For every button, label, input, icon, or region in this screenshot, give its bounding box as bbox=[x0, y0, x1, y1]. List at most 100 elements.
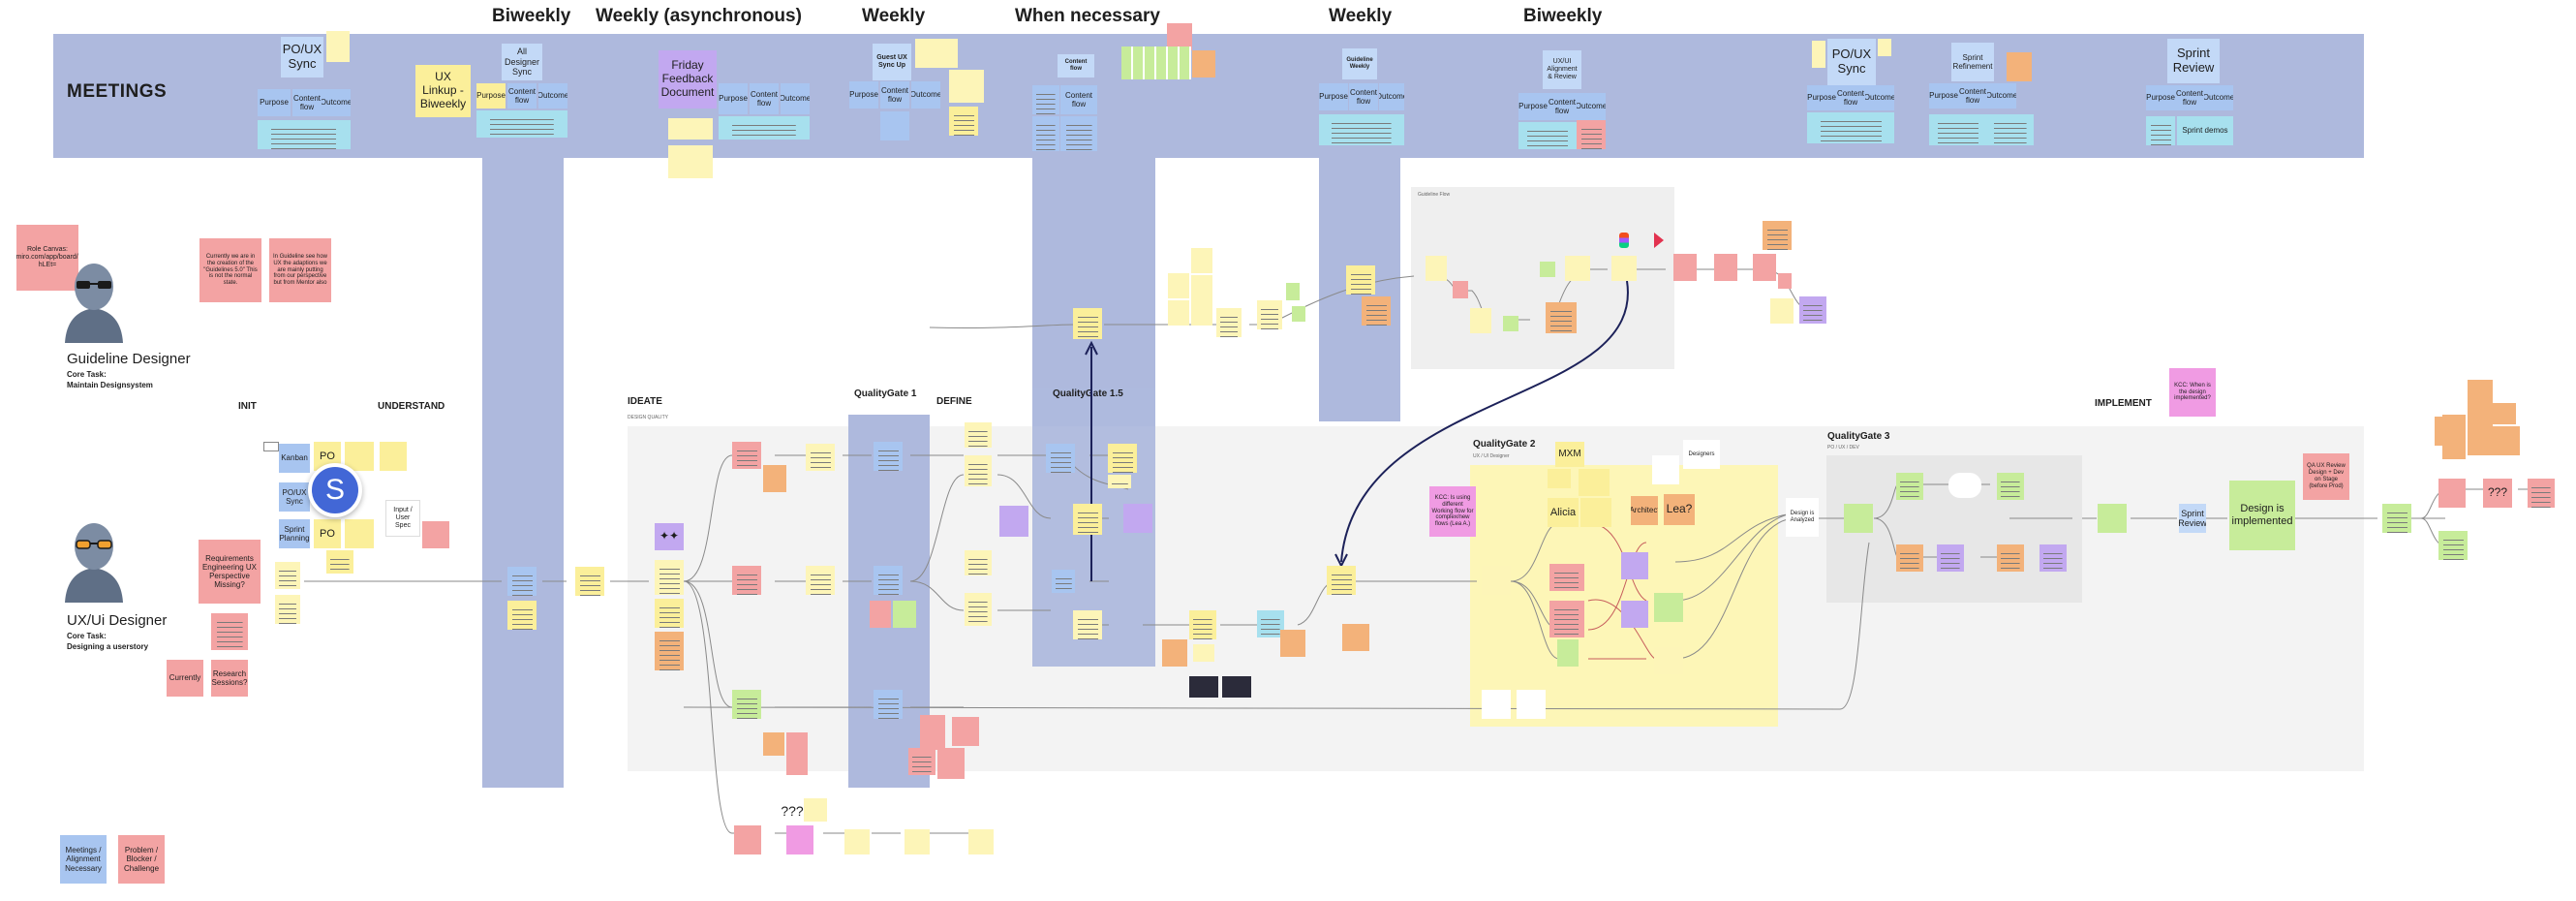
sticky bbox=[1167, 23, 1192, 50]
sticky bbox=[844, 829, 870, 854]
phase-qualitygate-2-sub: UX / UI Designer bbox=[1473, 453, 1510, 459]
meeting-content: Content flow bbox=[880, 81, 909, 109]
frequency-biweekly-1: Biweekly bbox=[492, 6, 571, 26]
meeting-ux-linkup: UX Linkup - Biweekly bbox=[415, 65, 471, 117]
sticky bbox=[1191, 248, 1212, 273]
sticky bbox=[1123, 504, 1152, 533]
sprint-review-box: Sprint Review bbox=[2179, 504, 2206, 533]
sticky bbox=[1580, 498, 1611, 527]
qg2-architect: Architect bbox=[1631, 496, 1658, 525]
sticky bbox=[326, 550, 353, 574]
meeting-purpose: Purpose bbox=[719, 83, 748, 114]
meeting-content: Content flow bbox=[750, 83, 779, 114]
guideline-flow-label: Guideline Flow bbox=[1418, 192, 1451, 198]
sticky bbox=[2468, 380, 2493, 403]
sticky bbox=[1997, 544, 2024, 572]
meeting-guest-ux-sync: Guest UX Sync Up bbox=[873, 44, 911, 80]
research-note: Research Sessions? bbox=[211, 660, 248, 697]
sticky bbox=[933, 39, 958, 68]
qg2-alicia: Alicia bbox=[1548, 498, 1579, 527]
qg2-lea: Lea? bbox=[1664, 494, 1695, 525]
sticky bbox=[1362, 296, 1391, 326]
sticky bbox=[786, 732, 808, 775]
sticky bbox=[1518, 122, 1577, 149]
sticky bbox=[1652, 455, 1679, 484]
sticky bbox=[211, 613, 248, 650]
sticky bbox=[1280, 630, 1305, 657]
meeting-po-ux-sync-1: PO/UX Sync bbox=[281, 37, 323, 78]
phase-qualitygate-1: QualityGate 1 bbox=[854, 388, 917, 399]
guideline-designer-task-label: Core Task: bbox=[67, 370, 107, 379]
meeting-purpose: Purpose bbox=[258, 89, 291, 116]
phase-qualitygate-2: QualityGate 2 bbox=[1473, 439, 1536, 450]
sticky bbox=[1549, 601, 1584, 637]
sticky bbox=[732, 690, 761, 719]
sticky bbox=[1937, 544, 1964, 572]
sticky bbox=[1426, 256, 1447, 281]
sticky bbox=[507, 601, 537, 630]
sticky bbox=[1540, 262, 1555, 277]
sticky bbox=[2528, 479, 2555, 508]
guideline-designer-title: Guideline Designer bbox=[67, 351, 191, 367]
sticky bbox=[1191, 275, 1212, 300]
sticky bbox=[1896, 473, 1923, 500]
sticky bbox=[1192, 50, 1215, 78]
sticky bbox=[1929, 114, 1987, 145]
sticky bbox=[1292, 306, 1305, 322]
sticky bbox=[2039, 544, 2067, 572]
sticky bbox=[655, 560, 684, 595]
sticky bbox=[1812, 41, 1825, 68]
sticky bbox=[1579, 469, 1610, 496]
sticky bbox=[1257, 610, 1284, 637]
sticky bbox=[258, 120, 351, 149]
sticky bbox=[263, 442, 279, 451]
user-avatar[interactable]: S bbox=[308, 463, 362, 517]
meeting-purpose: Purpose bbox=[1807, 85, 1836, 110]
sticky bbox=[965, 550, 992, 575]
sticky bbox=[1654, 647, 1683, 674]
sticky bbox=[1896, 544, 1923, 572]
phase-qualitygate-3: QualityGate 3 bbox=[1827, 431, 1890, 442]
meeting-sprint-refinement: Sprint Refinement bbox=[1951, 43, 1994, 81]
sticky bbox=[1753, 254, 1776, 281]
unknown-label-2: ??? bbox=[781, 804, 804, 818]
sticky bbox=[1997, 473, 2024, 500]
sticky bbox=[2468, 403, 2493, 426]
sticky bbox=[763, 732, 784, 756]
sticky bbox=[1193, 644, 1214, 662]
ux-ui-designer-task: Designing a userstory bbox=[67, 642, 149, 651]
phase-understand: UNDERSTAND bbox=[378, 401, 445, 412]
sticky bbox=[937, 748, 965, 779]
sticky bbox=[275, 562, 300, 589]
sticky bbox=[732, 442, 761, 469]
meeting-content-flow: Content flow bbox=[1058, 54, 1094, 78]
meeting-content: Content flow bbox=[1548, 93, 1577, 120]
sticky bbox=[1222, 676, 1251, 698]
sticky bbox=[965, 422, 992, 448]
legend-problem: Problem / Blocker / Challenge bbox=[118, 835, 165, 884]
sticky bbox=[2440, 417, 2452, 446]
phase-init: INIT bbox=[238, 401, 257, 412]
init-input: Input / User Spec bbox=[385, 500, 420, 537]
sticky: ✦✦ bbox=[655, 523, 684, 550]
sticky bbox=[949, 107, 978, 136]
meeting-outcome: Outcome bbox=[322, 89, 351, 116]
phase-define: DEFINE bbox=[936, 396, 972, 407]
meeting-friday-feedback: Friday Feedback Document bbox=[659, 50, 717, 109]
guideline-note: In Guideline see how UX the adaptions we… bbox=[269, 238, 331, 302]
sticky bbox=[2382, 504, 2411, 533]
sticky bbox=[1763, 221, 1792, 250]
unknown-box: ??? bbox=[2483, 479, 2512, 508]
sticky bbox=[952, 717, 979, 746]
meeting-all-designer-sync: All Designer Sync bbox=[502, 44, 542, 80]
sticky bbox=[655, 632, 684, 670]
meeting-content: Content flow bbox=[507, 83, 537, 109]
sticky bbox=[668, 118, 713, 140]
sticky bbox=[804, 798, 827, 822]
sticky bbox=[1844, 504, 1873, 533]
sticky bbox=[880, 111, 909, 140]
sticky bbox=[763, 465, 786, 492]
sticky bbox=[422, 521, 449, 548]
sticky bbox=[2493, 403, 2516, 424]
sticky bbox=[1878, 39, 1891, 56]
